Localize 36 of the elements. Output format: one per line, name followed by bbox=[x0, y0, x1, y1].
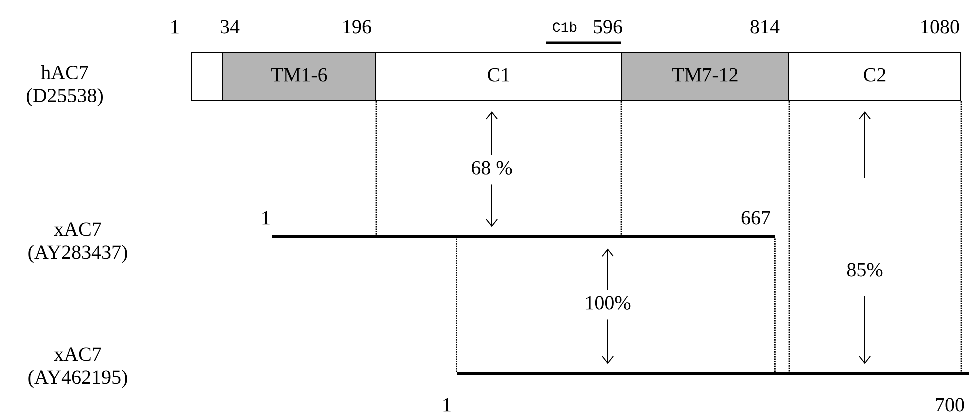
position-number: 1080 bbox=[922, 20, 960, 34]
arrow bbox=[602, 319, 614, 364]
guide-line bbox=[774, 238, 776, 372]
guide-line bbox=[960, 102, 962, 372]
sequence-line bbox=[272, 236, 775, 238]
domain-box: TM1-6 bbox=[222, 52, 376, 102]
sequence-line bbox=[457, 372, 969, 376]
percent-label: 85% bbox=[847, 263, 883, 277]
arrow bbox=[602, 248, 614, 291]
position-number: 1 bbox=[172, 20, 179, 34]
position-number: 667 bbox=[742, 211, 770, 225]
percent-label: 100% bbox=[586, 296, 631, 310]
arrow bbox=[486, 184, 498, 228]
arrow bbox=[486, 112, 498, 156]
domain-box: TM7-12 bbox=[622, 52, 790, 102]
percent-label: 68 % bbox=[472, 161, 512, 175]
guide-line bbox=[788, 102, 790, 372]
sequence-name: xAC7 (AY283437) bbox=[28, 222, 128, 264]
domain-box bbox=[192, 52, 224, 102]
domain-box: C1 bbox=[376, 52, 622, 102]
position-number: 596 bbox=[594, 20, 622, 34]
sequence-name: xAC7 (AY462195) bbox=[28, 348, 128, 388]
sequence-name: hAC7 (D25538) bbox=[27, 65, 103, 107]
position-number: 34 bbox=[220, 20, 240, 34]
position-number: 814 bbox=[750, 20, 780, 34]
guide-line bbox=[456, 238, 458, 372]
domain-box: C2 bbox=[788, 52, 962, 102]
region-label: C1b bbox=[553, 22, 577, 32]
position-number: 700 bbox=[936, 398, 964, 412]
position-number: 1 bbox=[444, 398, 451, 412]
arrow bbox=[859, 112, 871, 178]
guide-line bbox=[376, 102, 378, 236]
position-number: 196 bbox=[344, 20, 372, 34]
arrow bbox=[859, 296, 871, 364]
position-number: 1 bbox=[262, 211, 270, 225]
guide-line bbox=[620, 102, 622, 236]
